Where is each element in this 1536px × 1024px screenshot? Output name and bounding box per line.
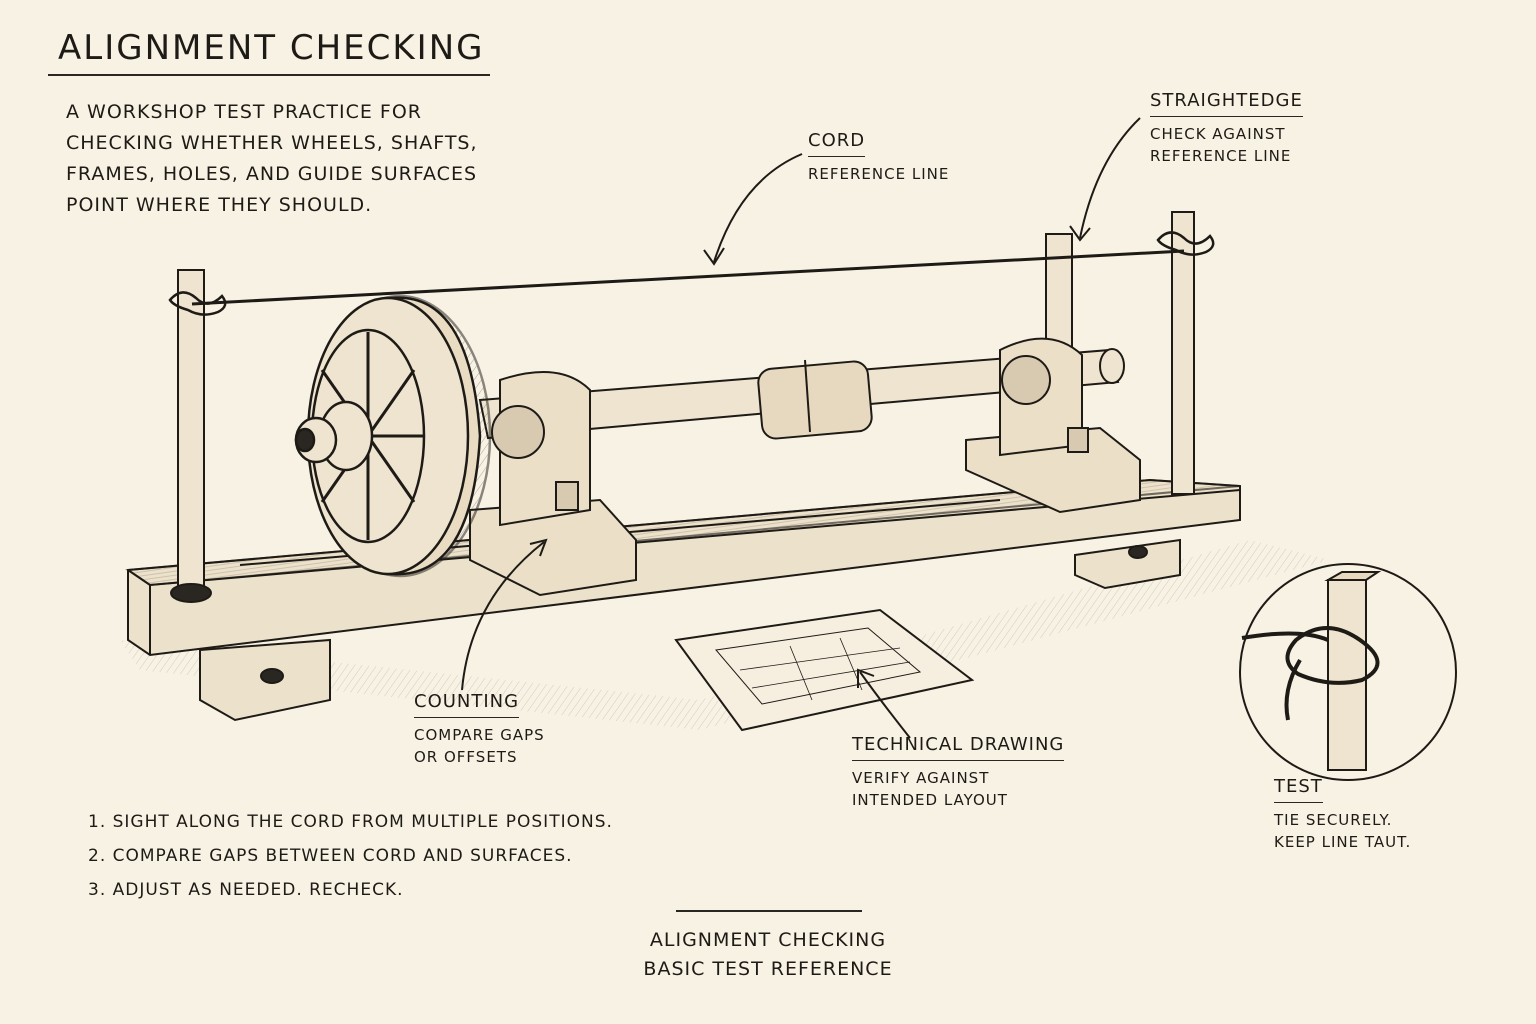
right-bearing: [965, 337, 1141, 514]
intro-line: CHECKING WHETHER WHEELS, SHAFTS,: [66, 132, 478, 154]
step-item: 3. ADJUST AS NEEDED. RECHECK.: [88, 880, 404, 900]
page-title: ALIGNMENT CHECKING: [58, 28, 485, 68]
left-knot: [168, 291, 227, 316]
technical-drawing-label-line: INTENDED LAYOUT: [852, 791, 1008, 809]
straightedge-label-title: STRAIGHTEDGE: [1150, 90, 1303, 117]
ground-shadow: [120, 540, 1330, 730]
step-item: 2. COMPARE GAPS BETWEEN CORD AND SURFACE…: [88, 846, 573, 866]
counting-label-title: COUNTING: [414, 691, 520, 718]
straightedge-label: STRAIGHTEDGE CHECK AGAINST REFERENCE LIN…: [1150, 90, 1303, 167]
right-post: [1171, 211, 1195, 495]
left-post: [170, 269, 212, 603]
counting-label-line: OR OFFSETS: [414, 748, 518, 766]
intro-text: A WORKSHOP TEST PRACTICE FOR CHECKING WH…: [66, 97, 478, 221]
technical-drawing-label: TECHNICAL DRAWING VERIFY AGAINST INTENDE…: [852, 734, 1065, 811]
test-label-line: KEEP LINE TAUT.: [1274, 833, 1412, 851]
technical-drawing-sheet: [674, 608, 975, 732]
straightedge-label-line: REFERENCE LINE: [1150, 147, 1292, 165]
straightedge-label-line: CHECK AGAINST: [1150, 125, 1286, 143]
callout-arrows: [461, 117, 1141, 739]
test-label-title: TEST: [1274, 776, 1323, 803]
counting-label: COUNTING COMPARE GAPS OR OFFSETS: [414, 691, 545, 768]
footer-title: ALIGNMENT CHECKING: [649, 929, 887, 951]
counting-label-line: COMPARE GAPS: [414, 726, 545, 744]
cord-label-line: REFERENCE LINE: [808, 165, 950, 183]
right-knot: [1156, 231, 1215, 256]
shaft: [478, 348, 1125, 440]
technical-drawing-label-title: TECHNICAL DRAWING: [852, 734, 1065, 761]
steps-list: 1. SIGHT ALONG THE CORD FROM MULTIPLE PO…: [88, 805, 613, 907]
cord-label-title: CORD: [808, 130, 866, 157]
test-label: TEST TIE SECURELY. KEEP LINE TAUT.: [1274, 776, 1411, 853]
footer-subtitle: BASIC TEST REFERENCE: [643, 958, 893, 980]
knot-detail-circle: [1239, 563, 1457, 781]
technical-drawing-label-line: VERIFY AGAINST: [852, 769, 990, 787]
step-item: 1. SIGHT ALONG THE CORD FROM MULTIPLE PO…: [88, 812, 613, 832]
title-underline: [48, 74, 490, 76]
test-label-line: TIE SECURELY.: [1274, 811, 1393, 829]
reference-cord: [168, 231, 1215, 316]
intro-line: FRAMES, HOLES, AND GUIDE SURFACES: [66, 163, 478, 185]
footer-rule: [676, 910, 862, 912]
footer: ALIGNMENT CHECKING BASIC TEST REFERENCE: [0, 926, 1536, 984]
cord-label: CORD REFERENCE LINE: [808, 130, 949, 185]
wheel: [294, 294, 492, 578]
intro-line: POINT WHERE THEY SHOULD.: [66, 194, 373, 216]
intro-line: A WORKSHOP TEST PRACTICE FOR: [66, 101, 422, 123]
